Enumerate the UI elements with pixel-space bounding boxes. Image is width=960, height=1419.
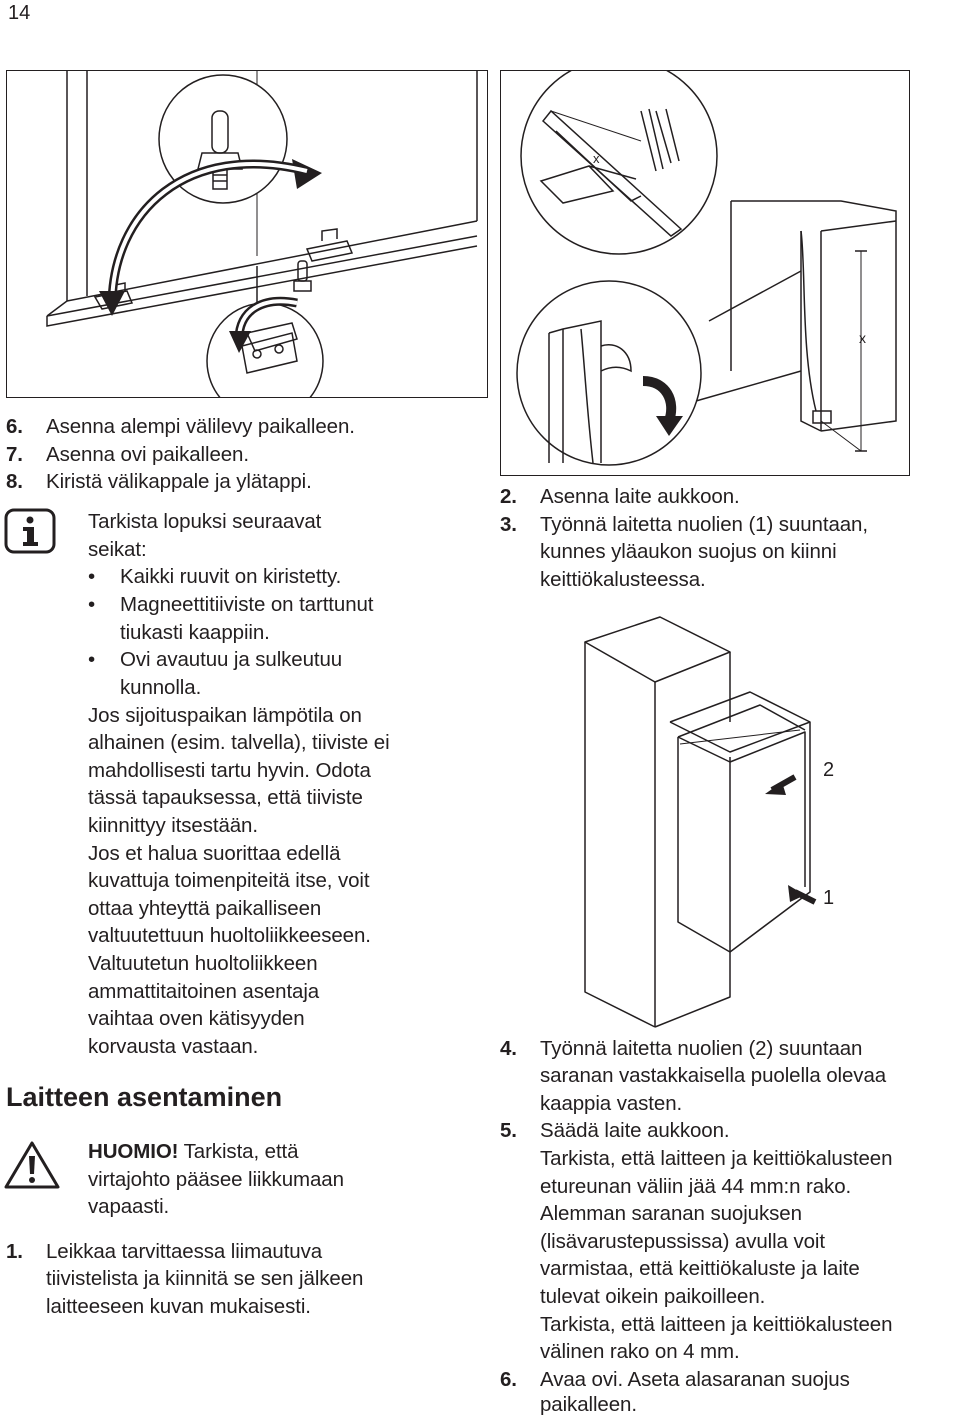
warning-line: virtajohto pääsee liikkumaan	[88, 1168, 344, 1191]
warning-line-1: HUOMIO! Tarkista, että	[88, 1140, 299, 1163]
dim-label-x: x	[859, 330, 866, 346]
arrow-label-2: 2	[823, 759, 834, 781]
info-intro-1: Tarkista lopuksi seuraavat	[88, 510, 322, 533]
step-5-cont: tulevat oikein paikoilleen.	[540, 1285, 766, 1308]
hinge-pins-illustration	[46, 71, 478, 397]
info-body-line: korvausta vastaan.	[88, 1035, 259, 1058]
step-1-cont: laitteeseen kuvan mukaisesti.	[46, 1295, 311, 1318]
step-5-cont: etureunan väliin jää 44 mm:n rako.	[540, 1175, 852, 1198]
info-body-line: Jos et halua suorittaa edellä	[88, 842, 341, 865]
step-3-cont: keittiökalusteessa.	[540, 568, 706, 591]
info-body-line: kiinnittyy itsestään.	[88, 814, 258, 837]
figure-hinge-pins	[6, 70, 488, 398]
step-5-cont: (lisävarustepussissa) avulla voit	[540, 1230, 825, 1253]
figure-push-appliance: 2 1	[560, 612, 880, 1032]
warning-label: HUOMIO!	[88, 1140, 179, 1163]
info-body-line: Jos sijoituspaikan lämpötila on	[88, 704, 362, 727]
seal-strip-illustration: x x	[516, 71, 897, 466]
step-5-cont: varmistaa, että keittiökaluste ja laite	[540, 1257, 860, 1280]
step-3-cont: kunnes yläaukon suojus on kiinni	[540, 540, 837, 563]
step-4-cont: kaappia vasten.	[540, 1092, 683, 1115]
info-body-line: vaihtaa oven kätisyyden	[88, 1007, 305, 1030]
dim-label-x: x	[593, 151, 600, 166]
step-4-cont: saranan vastakkaisella puolella olevaa	[540, 1064, 887, 1087]
info-icon	[4, 508, 56, 554]
info-body-line: ottaa yhteyttä paikalliseen	[88, 897, 322, 920]
push-appliance-illustration: 2 1	[584, 616, 834, 1028]
info-body-line: Valtuutetun huoltoliikkeen	[88, 952, 318, 975]
step-6-right-cont: paikalleen.	[540, 1393, 637, 1416]
figure-seal-strip: x x	[500, 70, 910, 476]
info-body-line: ammattitaitoinen asentaja	[88, 980, 320, 1003]
info-body-line: alhainen (esim. talvella), tiiviste ei	[88, 731, 390, 754]
step-5-cont: Tarkista, että laitteen ja keittiökalust…	[540, 1147, 893, 1170]
info-intro-2: seikat:	[88, 538, 147, 561]
step-5-cont: välinen rako on 4 mm.	[540, 1340, 740, 1363]
page-number: 14	[8, 2, 31, 24]
info-body-line: mahdollisesti tartu hyvin. Odota	[88, 759, 371, 782]
step-1-cont: tiivistelista ja kiinnitä se sen jälkeen	[46, 1267, 364, 1290]
section-heading: Laitteen asentaminen	[6, 1082, 283, 1112]
arrow-label-1: 1	[823, 887, 834, 909]
step-5-cont: Tarkista, että laitteen ja keittiökalust…	[540, 1313, 893, 1336]
info-body-line: kuvattuja toimenpiteitä itse, voit	[88, 869, 370, 892]
warning-line: vapaasti.	[88, 1195, 170, 1218]
info-body-line: tässä tapauksessa, että tiiviste	[88, 786, 363, 809]
step-5-cont: Alemman saranan suojuksen	[540, 1202, 802, 1225]
warning-icon	[4, 1140, 60, 1190]
info-body-line: valtuutettuun huoltoliikkeeseen.	[88, 924, 371, 947]
